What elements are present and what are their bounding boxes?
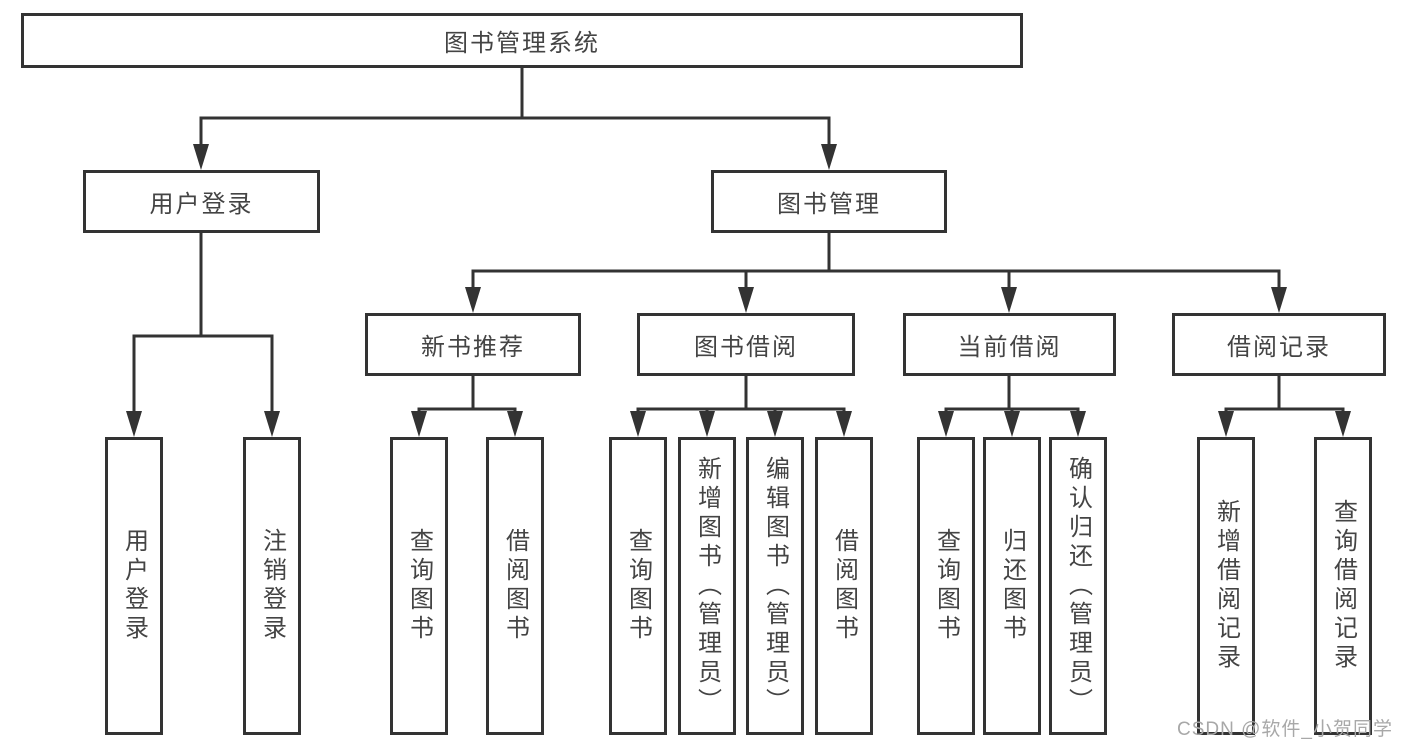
node-book-management: 图书管理 xyxy=(711,170,947,233)
arrow-down-icon xyxy=(836,411,852,437)
node-book-borrow: 图书借阅 xyxy=(637,313,855,376)
leaf-logout: 注销登录 xyxy=(243,437,301,735)
leaf-borrow-books-recommend: 借阅图书 xyxy=(486,437,544,735)
node-label: 新增图书（管理员） xyxy=(693,455,721,717)
leaf-query-books-borrow: 查询图书 xyxy=(609,437,667,735)
node-label: 确认归还（管理员） xyxy=(1064,455,1092,717)
leaf-query-books-recommend: 查询图书 xyxy=(390,437,448,735)
arrow-down-icon xyxy=(938,411,954,437)
arrow-down-icon xyxy=(507,411,523,437)
node-label: 用户登录 xyxy=(149,191,254,218)
node-label: 借阅记录 xyxy=(1227,334,1331,361)
arrow-down-icon xyxy=(411,411,427,437)
leaf-return-books: 归还图书 xyxy=(983,437,1041,735)
csdn-watermark: CSDN @软件_小贺同学 xyxy=(1177,719,1393,740)
node-label: 借阅图书 xyxy=(830,528,858,644)
node-borrow-records: 借阅记录 xyxy=(1172,313,1386,376)
arrow-down-icon xyxy=(821,144,837,170)
arrow-down-icon xyxy=(1218,411,1234,437)
node-user-login: 用户登录 xyxy=(83,170,320,233)
arrow-down-icon xyxy=(1271,287,1287,313)
node-label: 借阅图书 xyxy=(501,528,529,644)
leaf-user-login: 用户登录 xyxy=(105,437,163,735)
node-label: 查询借阅记录 xyxy=(1329,499,1357,673)
node-label: 查询图书 xyxy=(405,528,433,644)
arrow-down-icon xyxy=(699,411,715,437)
node-label: 图书借阅 xyxy=(694,334,798,361)
arrow-down-icon xyxy=(738,287,754,313)
node-label: 归还图书 xyxy=(998,528,1026,644)
leaf-edit-book-admin: 编辑图书（管理员） xyxy=(746,437,804,735)
arrow-down-icon xyxy=(193,144,209,170)
node-label: 新增借阅记录 xyxy=(1212,499,1240,673)
leaf-borrow-books: 借阅图书 xyxy=(815,437,873,735)
node-label: 新书推荐 xyxy=(421,334,525,361)
node-label: 查询图书 xyxy=(624,528,652,644)
node-label: 图书管理系统 xyxy=(444,30,600,57)
node-label: 用户登录 xyxy=(120,528,148,644)
arrow-down-icon xyxy=(264,411,280,437)
arrow-down-icon xyxy=(1001,287,1017,313)
leaf-add-book-admin: 新增图书（管理员） xyxy=(678,437,736,735)
arrow-down-icon xyxy=(126,411,142,437)
arrow-down-icon xyxy=(1335,411,1351,437)
node-label: 图书管理 xyxy=(777,191,881,218)
node-label: 查询图书 xyxy=(932,528,960,644)
node-label: 注销登录 xyxy=(258,528,286,644)
arrow-down-icon xyxy=(465,287,481,313)
arrow-down-icon xyxy=(630,411,646,437)
leaf-add-borrow-record: 新增借阅记录 xyxy=(1197,437,1255,735)
arrow-down-icon xyxy=(1004,411,1020,437)
node-label: 当前借阅 xyxy=(957,334,1062,361)
leaf-query-books-current: 查询图书 xyxy=(917,437,975,735)
node-label: 编辑图书（管理员） xyxy=(761,455,789,717)
leaf-query-borrow-record: 查询借阅记录 xyxy=(1314,437,1372,735)
node-new-book-recommend: 新书推荐 xyxy=(365,313,581,376)
arrow-down-icon xyxy=(767,411,783,437)
leaf-confirm-return-admin: 确认归还（管理员） xyxy=(1049,437,1107,735)
arrow-down-icon xyxy=(1070,411,1086,437)
node-book-management-system: 图书管理系统 xyxy=(21,13,1023,68)
node-current-borrow: 当前借阅 xyxy=(903,313,1116,376)
